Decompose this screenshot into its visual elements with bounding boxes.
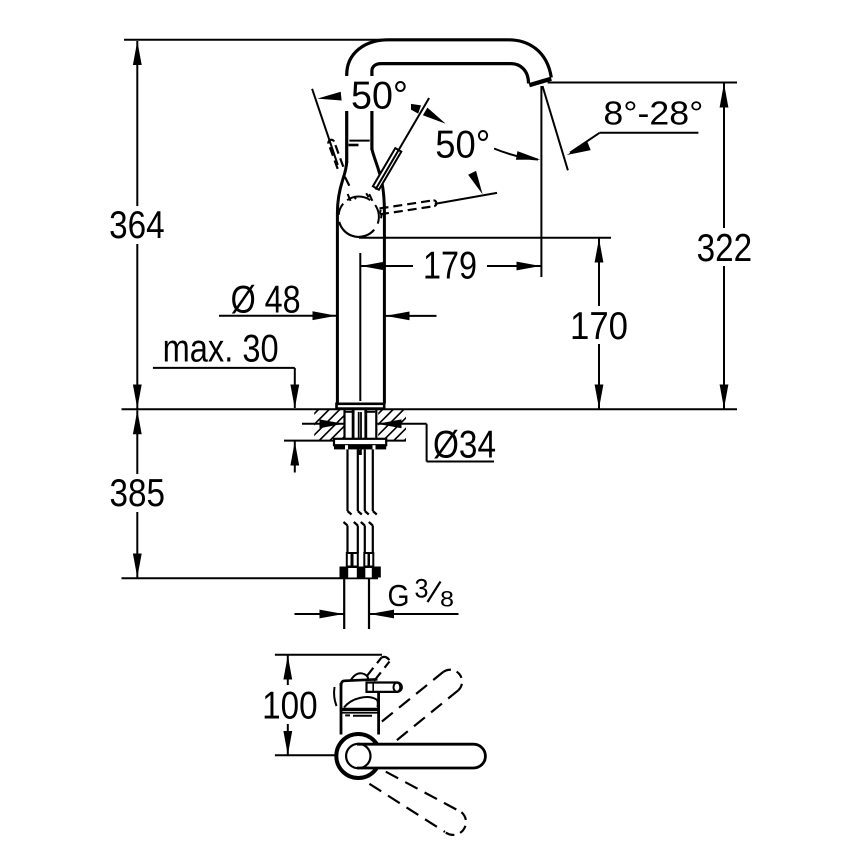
- svg-text:50°: 50°: [351, 75, 408, 118]
- svg-text:Ø 48: Ø 48: [231, 279, 301, 322]
- svg-text:50°: 50°: [435, 124, 490, 167]
- svg-text:3: 3: [415, 573, 429, 603]
- svg-text:8°-28°: 8°-28°: [603, 95, 703, 132]
- svg-text:100: 100: [262, 685, 318, 728]
- svg-text:G: G: [388, 578, 410, 613]
- svg-text:8: 8: [440, 587, 454, 612]
- svg-text:170: 170: [570, 305, 628, 348]
- svg-text:Ø34: Ø34: [433, 424, 496, 467]
- svg-text:179: 179: [423, 245, 477, 288]
- svg-text:max. 30: max. 30: [163, 328, 279, 371]
- svg-text:364: 364: [109, 204, 165, 247]
- svg-text:385: 385: [110, 472, 166, 515]
- svg-text:322: 322: [697, 227, 753, 270]
